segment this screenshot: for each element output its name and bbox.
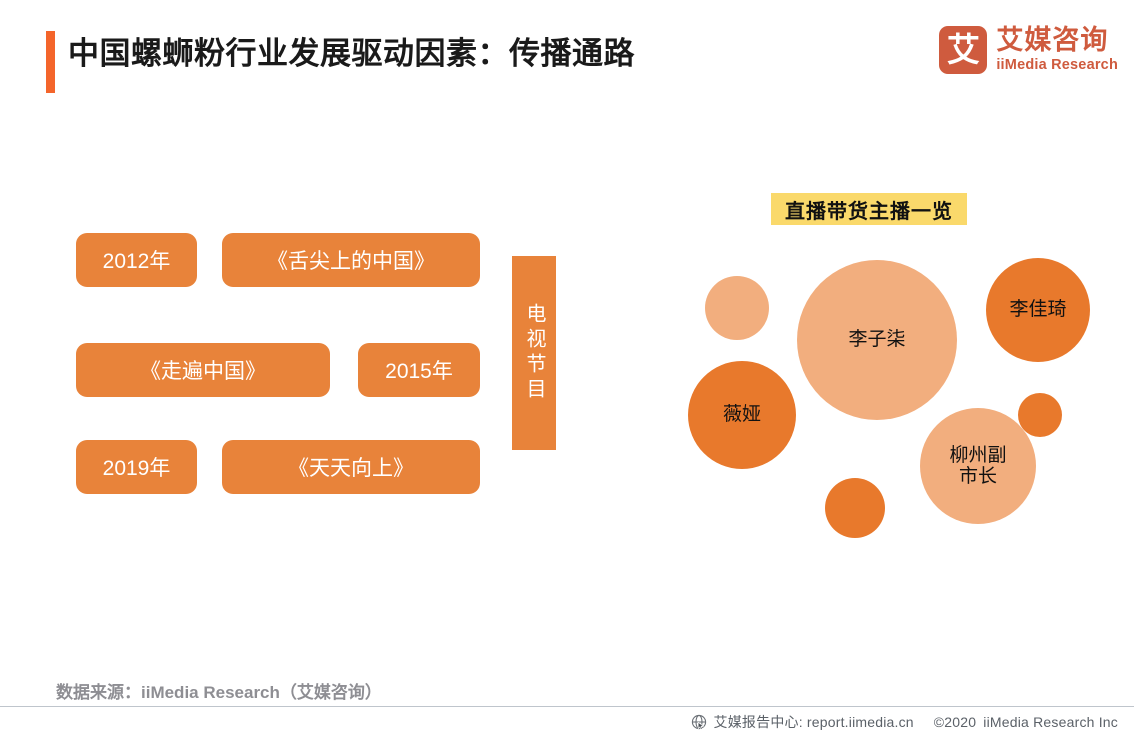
bubble-label: 李子柒 bbox=[848, 329, 906, 351]
bubble-label: 李佳琦 bbox=[1009, 299, 1067, 321]
tv-row-1-year: 2012年 bbox=[76, 233, 197, 287]
bubble-host: 薇娅 bbox=[688, 361, 796, 469]
tv-category-bar: 电视节目 bbox=[512, 256, 556, 450]
bubble-decorative bbox=[1018, 393, 1062, 437]
bubble-decorative bbox=[705, 276, 769, 340]
globe-icon bbox=[691, 714, 706, 730]
footer-copyright: ©2020 bbox=[933, 714, 977, 730]
tv-row-1-program: 《舌尖上的中国》 bbox=[222, 233, 480, 287]
page-title: 中国螺蛳粉行业发展驱动因素：传播通路 bbox=[68, 36, 635, 71]
footer-bar: 艾媒报告中心: report.iimedia.cn ©2020 iiMedia … bbox=[0, 706, 1134, 737]
bubble-host: 李子柒 bbox=[797, 260, 957, 420]
tv-row-2-year: 2015年 bbox=[358, 343, 480, 397]
bubble-label: 薇娅 bbox=[722, 404, 761, 426]
footer-report-center: 艾媒报告中心: report.iimedia.cn bbox=[713, 714, 914, 730]
footer-company: iiMedia Research Inc bbox=[983, 714, 1118, 730]
logo-name-en: iiMedia Research bbox=[996, 57, 1118, 74]
iimedia-logo: 艾 艾媒咨询 iiMedia Research bbox=[939, 26, 1118, 75]
logo-name-cn: 艾媒咨询 bbox=[996, 25, 1109, 55]
tv-row-3-year: 2019年 bbox=[76, 440, 197, 494]
bubble-host: 李佳琦 bbox=[986, 258, 1090, 362]
bubble-host: 柳州副市长 bbox=[920, 408, 1036, 524]
logo-text: 艾媒咨询 iiMedia Research bbox=[996, 26, 1118, 74]
tv-row-2-program: 《走遍中国》 bbox=[76, 343, 330, 397]
tv-category-label: 电视节目 bbox=[523, 303, 545, 403]
bubble-label: 柳州副市长 bbox=[949, 444, 1007, 487]
source-note: 数据来源：iiMedia Research（艾媒咨询） bbox=[56, 683, 382, 702]
bubble-decorative bbox=[825, 478, 885, 538]
tv-row-3-program: 《天天向上》 bbox=[222, 440, 480, 494]
title-accent-bar bbox=[46, 31, 55, 93]
logo-mark-icon: 艾 bbox=[939, 26, 988, 75]
bubble-section-banner: 直播带货主播一览 bbox=[771, 193, 967, 225]
